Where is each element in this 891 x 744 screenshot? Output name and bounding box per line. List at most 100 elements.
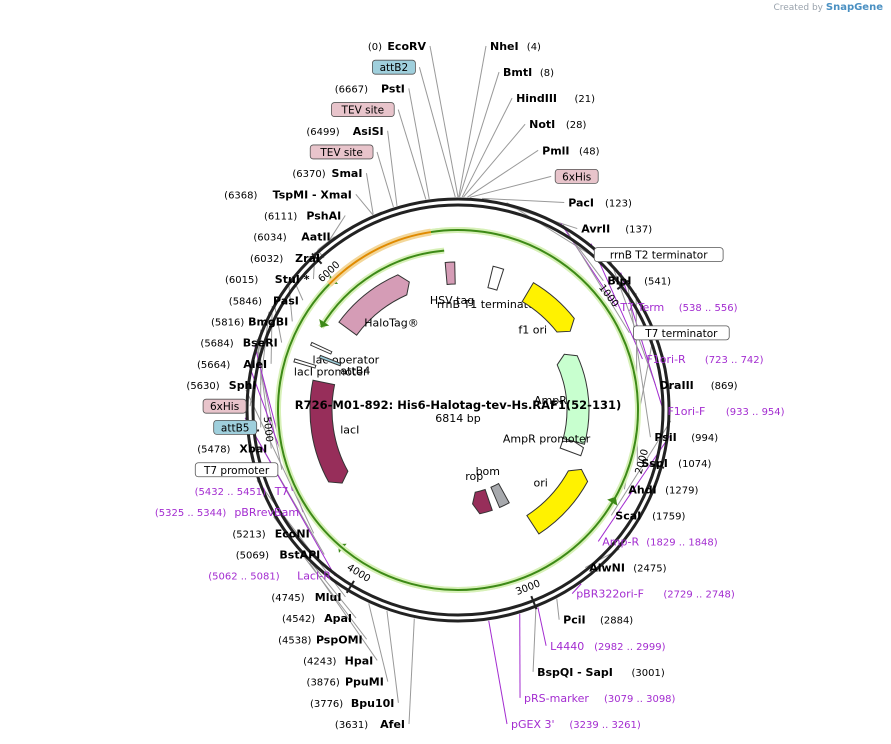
enzyme-site-label[interactable]: XbaI(5478) (197, 443, 267, 456)
enzyme-site-label[interactable]: PciI(2884) (563, 614, 633, 627)
label-leader (368, 603, 389, 682)
primer-label[interactable]: LacI-R(5062 .. 5081) (208, 570, 331, 583)
enzyme-site-label[interactable]: DraIII(869) (660, 379, 738, 392)
enzyme-site-label[interactable]: StuI *(6015) (225, 273, 310, 286)
feature-rrnb-t1-terminator[interactable] (487, 265, 505, 291)
label-name: EcoNI (275, 527, 310, 540)
enzyme-site-label[interactable]: HindIII(21) (516, 92, 595, 105)
feature-tag-box (309, 144, 374, 160)
feature-tag-label[interactable]: 6xHis (554, 168, 599, 184)
primer-label[interactable]: F1ori-F(933 .. 954) (667, 405, 784, 418)
primer-label[interactable]: T7(5432 .. 5451) (195, 485, 289, 498)
enzyme-site-label[interactable]: SmaI(6370) (292, 167, 362, 180)
feature-ampr-promoter[interactable] (559, 440, 585, 457)
enzyme-site-label[interactable]: EcoRV(0) (368, 40, 427, 53)
feature-halotag[interactable] (338, 274, 410, 336)
primer-label[interactable]: F1ori-R(723 .. 742) (646, 353, 763, 366)
primer-arc-head (319, 318, 330, 328)
enzyme-site-label[interactable]: EcoNI (5213) (232, 527, 309, 540)
feature-bom[interactable] (490, 482, 510, 509)
feature-hsv-tag[interactable] (444, 261, 456, 286)
feature-tag-box (554, 168, 599, 184)
label-name: PstI (381, 82, 405, 95)
enzyme-site-label[interactable]: BstAPI(5069) (236, 549, 320, 562)
label-position: (48) (579, 146, 600, 157)
enzyme-site-label[interactable]: SspI(1074) (641, 457, 711, 470)
enzyme-site-label[interactable]: AatII(6034) (253, 231, 330, 244)
feature-tag-text: TEV site (341, 105, 385, 117)
feature-label: ori (533, 477, 547, 490)
feature-tag-label[interactable]: rrnB T2 terminator (593, 247, 724, 263)
feature-ori[interactable] (526, 468, 589, 535)
enzyme-site-label[interactable]: BseRI(5684) (200, 337, 277, 350)
primer-label[interactable]: Amp-R(1829 .. 1848) (602, 535, 718, 548)
feature-lac-operator[interactable] (309, 341, 333, 355)
label-name: AhdI (628, 483, 656, 496)
label-name: PacI (568, 196, 594, 209)
enzyme-site-label[interactable]: PasI(5846) (229, 294, 299, 307)
enzyme-site-label[interactable]: BlpI(541) (607, 275, 671, 288)
enzyme-site-label[interactable]: HpaI (4243) (303, 654, 373, 667)
tick-label: 5000 (261, 416, 275, 442)
enzyme-site-label[interactable]: AsiSI(6499) (306, 125, 383, 138)
feature-tag-label[interactable]: TEV site (331, 102, 395, 117)
label-name: StuI * (275, 273, 310, 286)
enzyme-site-label[interactable]: BspQI - SapI(3001) (537, 666, 665, 679)
enzyme-site-label[interactable]: TspMI - XmaI(6368) (224, 188, 352, 201)
feature-laci-promoter[interactable] (293, 358, 317, 369)
enzyme-site-label[interactable]: PpuMI(3876) (307, 676, 384, 689)
label-position: (2982 .. 2999) (594, 642, 666, 653)
label-position: (3239 .. 3261) (569, 720, 641, 731)
enzyme-site-label[interactable]: SphI(5630) (186, 379, 256, 392)
label-position: (3001) (631, 668, 664, 679)
enzyme-site-label[interactable]: AlwNI(2475) (589, 562, 666, 575)
enzyme-site-label[interactable]: PspOMI(4538) (278, 633, 362, 646)
enzyme-site-label[interactable]: BmtI(8) (503, 66, 554, 79)
primer-label[interactable]: pBR322ori-F(2729 .. 2748) (576, 588, 735, 601)
enzyme-site-label[interactable]: PacI(123) (568, 196, 632, 209)
primer-label[interactable]: L4440(2982 .. 2999) (550, 640, 666, 653)
enzyme-site-label[interactable]: AfeI(3631) (335, 718, 405, 731)
enzyme-site-label[interactable]: ScaI(1759) (615, 509, 685, 522)
enzyme-site-label[interactable]: PmlI(48) (542, 144, 599, 157)
enzyme-site-label[interactable]: ApaI(4542) (282, 612, 352, 625)
label-position: (5846) (229, 296, 262, 307)
label-position: (4243) (303, 656, 336, 667)
feature-tag-text: rrnB T2 terminator (610, 250, 708, 262)
feature-tag-label[interactable]: attB5 (213, 419, 258, 435)
primer-label[interactable]: T7 Term(538 .. 556) (619, 301, 737, 314)
label-name: HpaI (345, 654, 374, 667)
primer-label[interactable]: pRS-marker(3079 .. 3098) (524, 692, 676, 705)
primer-label[interactable]: pGEX 3'(3239 .. 3261) (511, 718, 641, 731)
feature-tag-label[interactable]: T7 promoter (194, 462, 279, 478)
feature-ampr[interactable] (556, 353, 590, 445)
feature-tag-label[interactable]: T7 terminator (633, 325, 730, 341)
enzyme-site-label[interactable]: PsiI(994) (654, 431, 718, 444)
feature-tag-label[interactable]: TEV site (309, 144, 374, 160)
label-position: (5213) (232, 529, 265, 540)
label-name: pRS-marker (524, 692, 589, 705)
enzyme-site-label[interactable]: Bpu10I(3776) (310, 697, 394, 710)
enzyme-site-label[interactable]: BmgBI(5816) (211, 315, 288, 328)
brand-prefix: Created by (773, 3, 823, 13)
feature-attb4[interactable] (318, 354, 342, 367)
label-position: (3631) (335, 720, 368, 731)
enzyme-site-label[interactable]: PshAI(6111) (264, 210, 341, 223)
enzyme-site-label[interactable]: NheI(4) (490, 40, 541, 53)
enzyme-site-label[interactable]: AleI(5664) (197, 358, 267, 371)
feature-tag-label[interactable]: attB2 (372, 59, 416, 75)
feature-rop[interactable] (472, 488, 493, 515)
enzyme-site-label[interactable]: AhdI(1279) (628, 483, 698, 496)
feature-tag-label[interactable]: 6xHis (202, 398, 247, 414)
enzyme-site-label[interactable]: MluI(4745) (271, 591, 341, 604)
enzyme-site-label[interactable]: NotI(28) (529, 118, 586, 131)
feature-f1-ori[interactable] (521, 281, 575, 333)
label-leader (245, 389, 315, 534)
feature-laci[interactable] (309, 379, 349, 484)
enzyme-site-label[interactable]: AvrII(137) (581, 223, 652, 236)
label-leader (244, 417, 336, 576)
enzyme-site-label[interactable]: PstI(6667) (335, 82, 405, 95)
enzyme-site-label[interactable]: ZraI(6032) (250, 252, 320, 265)
primer-label[interactable]: pBRrevBam(5325 .. 5344) (155, 506, 299, 519)
